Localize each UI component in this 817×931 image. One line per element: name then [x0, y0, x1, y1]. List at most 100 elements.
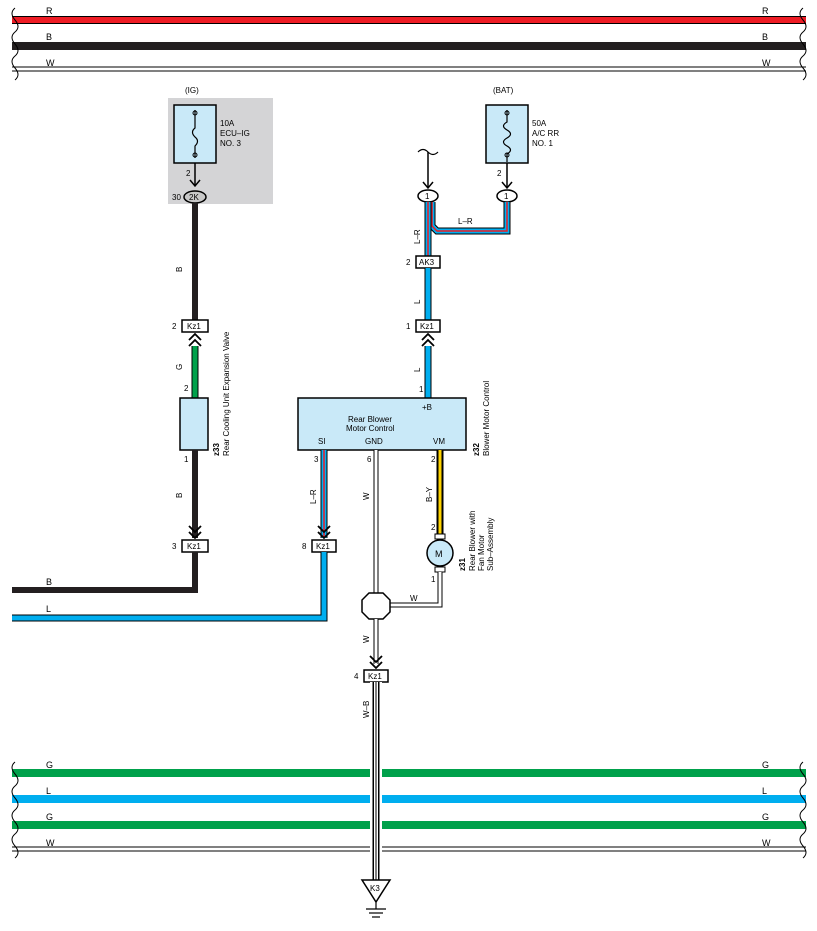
motor-icon: M: [435, 549, 443, 559]
wire-w-gnd-label: W: [362, 492, 371, 500]
junction-2k-label: 2K: [189, 193, 199, 202]
junction-1a: 1: [417, 189, 439, 203]
junction-2k: 2K: [183, 190, 207, 204]
fuse-bat-pin: 2: [497, 169, 502, 178]
control-pin-vm: 2: [431, 455, 436, 464]
fuse-bat: [485, 104, 529, 164]
bus-line-g1: G G: [12, 760, 806, 777]
connector-kz1-g: Kz1: [181, 319, 209, 333]
connector-pin: 1: [406, 322, 411, 331]
connector-pin: 4: [354, 672, 359, 681]
ground-icon: [366, 908, 386, 918]
motor: M: [426, 533, 454, 573]
bus-label-right: R: [762, 6, 769, 16]
connector-label: Kz1: [420, 322, 434, 331]
bus-label-right: G: [762, 760, 769, 770]
bus-label-left: R: [46, 6, 53, 16]
bottom-bus: G G L L G G W W: [11, 760, 807, 859]
connector-ak3: AK3: [415, 255, 441, 269]
control-pin-b: 1: [419, 385, 424, 394]
connector-pin: 8: [302, 542, 307, 551]
bus-line-w: W W: [12, 58, 806, 72]
wire-w-join-label: W: [362, 635, 371, 643]
top-bus: R R B B W W: [11, 6, 807, 81]
fuse-bat-source: (BAT): [493, 86, 514, 95]
motor-code: z31: [458, 558, 467, 571]
bus-label-left: W: [46, 58, 55, 68]
wire-lr-top: [428, 202, 511, 235]
bus-label-right: G: [762, 812, 769, 822]
valve-code: z33: [212, 443, 221, 456]
motor-name-line2: Fan Motor: [477, 534, 486, 571]
wire-w-motor: [389, 572, 442, 607]
wire-lr-si-label: L–R: [309, 489, 318, 504]
motor-name-line1: Rear Blower with: [468, 511, 477, 571]
wire-by-label: B–Y: [425, 486, 434, 502]
bus-label-right: L: [762, 786, 767, 796]
fuse-icon: [502, 110, 512, 162]
bus-label-left: W: [46, 838, 55, 848]
bus-label-right: W: [762, 838, 771, 848]
wire-w-motor-label: W: [410, 594, 418, 603]
junction-label: 1: [425, 192, 430, 201]
control-title-line1: Rear Blower: [348, 415, 392, 424]
bus-line-l: L L: [12, 786, 806, 803]
bus-label-left: G: [46, 760, 53, 770]
terminal-b: +B: [422, 403, 432, 412]
bus-break-marks: [11, 7, 807, 81]
wire-lr-side-label: L–R: [413, 229, 422, 244]
bus-label-left: G: [46, 812, 53, 822]
fuse-ig-pin: 2: [186, 169, 191, 178]
connector-pin: 2: [172, 322, 177, 331]
wire-g-label: G: [175, 364, 184, 370]
terminal-vm: VM: [433, 437, 445, 446]
connector-label: AK3: [419, 258, 435, 267]
connector-kz1-b: Kz1: [181, 539, 209, 553]
fuse-ig-source: (IG): [185, 86, 199, 95]
terminal-gnd: GND: [365, 437, 383, 446]
motor-pin-top: 2: [431, 523, 436, 532]
fuse-icon: [191, 110, 199, 158]
wire-b-label: B: [175, 267, 184, 272]
fuse-bat-rating: 50A: [532, 119, 547, 128]
wire-b2-label: B: [175, 493, 184, 498]
control-name: Blower Motor Control: [482, 381, 491, 456]
fuse-ig-number: NO. 3: [220, 139, 241, 148]
junction-1b: 1: [496, 189, 518, 203]
connector-label: Kz1: [187, 322, 201, 331]
bus-label-right: W: [762, 58, 771, 68]
rear-blower-motor-control: Rear Blower Motor Control +B SI GND VM: [297, 397, 467, 451]
junction-label: 1: [504, 192, 509, 201]
wire-out-b: [12, 552, 198, 593]
control-pin-si: 3: [314, 455, 319, 464]
connector-label: Kz1: [187, 542, 201, 551]
bus-break-marks: [11, 761, 807, 859]
terminal-si: SI: [318, 437, 326, 446]
connector-kz1-wb: Kz1: [363, 669, 389, 683]
bus-label-left: B: [46, 32, 52, 42]
expansion-valve: [179, 397, 209, 451]
ground-label: K3: [370, 884, 380, 893]
connector-label: Kz1: [368, 672, 382, 681]
splice-point: [361, 592, 391, 620]
bus-line-b: B B: [12, 32, 806, 50]
junction-2k-pin: 30: [172, 193, 181, 202]
bus-line-w2: W W: [12, 838, 806, 852]
valve-name: Rear Cooling Unit Expansion Valve: [222, 331, 231, 456]
wire-out-b-label: B: [46, 577, 52, 587]
bus-label-right: B: [762, 32, 768, 42]
wire-l1-label: L: [413, 299, 422, 304]
bus-line-r: R R: [12, 6, 806, 24]
control-title-line2: Motor Control: [346, 424, 395, 433]
connector-pin: 3: [172, 542, 177, 551]
motor-pin-bottom: 1: [431, 575, 436, 584]
connector-label: Kz1: [316, 542, 330, 551]
control-pin-gnd: 6: [367, 455, 372, 464]
fuse-ig-name: ECU–IG: [220, 129, 250, 138]
wire-out-l-label: L: [46, 604, 51, 614]
connector-pin: 2: [406, 258, 411, 267]
ground-k3: K3: [360, 879, 392, 918]
fuse-bat-name: A/C RR: [532, 129, 559, 138]
valve-pin-top: 2: [184, 384, 189, 393]
wire-l2-label: L: [413, 367, 422, 372]
